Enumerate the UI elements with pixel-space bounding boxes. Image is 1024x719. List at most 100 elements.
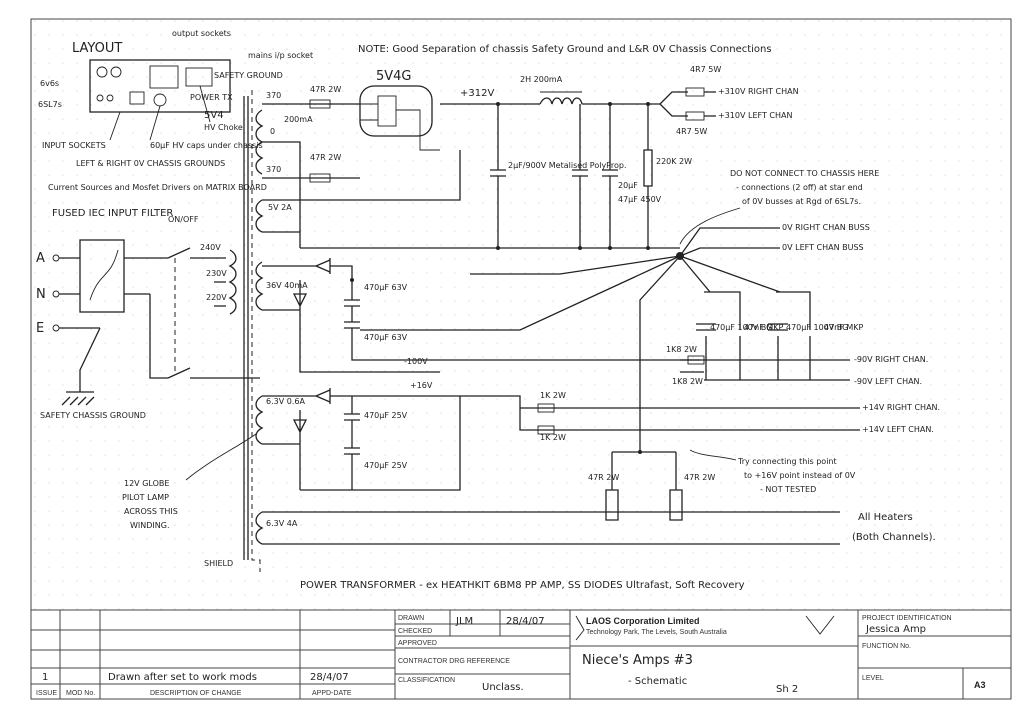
heater-winding: 6.3V 4A xyxy=(266,519,298,528)
tube-6sl7-label: 6SL7s xyxy=(38,100,62,109)
input-sockets-label: INPUT SOCKETS xyxy=(42,141,106,150)
contractor-label: CONTRACTOR DRG REFERENCE xyxy=(398,658,510,665)
on-off-label: ON/OFF xyxy=(168,215,199,224)
hv-rail: +312V xyxy=(460,88,494,99)
lv-rail: +16V xyxy=(410,381,433,390)
bus-right: 0V RIGHT CHAN BUSS xyxy=(782,223,870,232)
rectifier-label: 5V4G xyxy=(376,69,412,84)
mains-input: FUSED IEC INPUT FILTER ON/OFF A N E SAFE… xyxy=(36,208,260,420)
drawing-title: Niece's Amps #3 xyxy=(582,653,693,668)
safety-ground-label: SAFETY GROUND xyxy=(214,71,283,80)
lv-r-a: 1K 2W xyxy=(540,391,566,400)
left-right-ground-label: LEFT & RIGHT 0V CHASSIS GROUNDS xyxy=(76,159,225,168)
try-note-3: - NOT TESTED xyxy=(760,485,816,494)
power-tx-label: POWER TX xyxy=(190,93,233,102)
project-id-label: PROJECT IDENTIFICATION xyxy=(862,615,952,622)
rectifier-tube xyxy=(359,85,433,137)
project-name: Jessica Amp xyxy=(865,624,926,635)
bias-c-b: 47nF MKP xyxy=(744,323,784,332)
bleeder-label: 220K 2W xyxy=(656,157,692,166)
classification-label: CLASSIFICATION xyxy=(398,677,455,684)
hv-out-right: +310V RIGHT CHAN xyxy=(718,87,799,96)
sheet-border xyxy=(30,18,1012,700)
approved-label: APPROVED xyxy=(398,640,437,647)
issue-label: ISSUE xyxy=(36,690,57,697)
ground-star: DO NOT CONNECT TO CHASSIS HERE - connect… xyxy=(360,169,879,440)
bias-supply: 36V 40mA 470µF 63V 470µF 63V -100V 470µF… xyxy=(255,258,928,386)
title-block: DRAWN CHECKED APPROVED CONTRACTOR DRG RE… xyxy=(31,609,1011,699)
checked-label: CHECKED xyxy=(398,628,432,635)
tap-240: 240V xyxy=(200,243,221,252)
pilot-1: 12V GLOBE xyxy=(124,479,169,488)
iec-filter-box xyxy=(79,239,125,313)
lv-r-d: 47R 2W xyxy=(684,473,715,482)
level-label: LEVEL xyxy=(862,675,884,682)
layout-diagram: LAYOUT 6v6s 6SL7s 5V4 POWER TX output so… xyxy=(38,29,313,192)
safety-chassis-ground-label: SAFETY CHASSIS GROUND xyxy=(40,411,146,420)
terminal-n: N xyxy=(36,287,46,302)
transformer-note: POWER TRANSFORMER - ex HEATHKIT 6BM8 PP … xyxy=(300,580,745,591)
appd-label: APPD-DATE xyxy=(312,690,352,697)
tap-370b: 370 xyxy=(266,165,281,174)
tap-220: 220V xyxy=(206,293,227,302)
r-out1: 4R7 5W xyxy=(690,65,721,74)
bias-winding: 36V 40mA xyxy=(266,281,308,290)
ground-note-2: - connections (2 off) at star end xyxy=(736,183,863,192)
tap-0: 0 xyxy=(270,127,275,136)
r-hv2: 47R 2W xyxy=(310,153,341,162)
pilot-lamp-note: 12V GLOBE PILOT LAMP ACROSS THIS WINDING… xyxy=(122,433,257,530)
hv-supply: 370 0 370 200mA 47R 2W 47R 2W 5V4G +312V… xyxy=(255,65,799,250)
hv-choke-label: HV Choke xyxy=(204,123,243,132)
cap-hv1: 2µF/900V Metalised PolyProp. xyxy=(508,161,626,170)
heaters-1: All Heaters xyxy=(858,512,913,523)
lv-r-c: 47R 2W xyxy=(588,473,619,482)
r-out2: 4R7 5W xyxy=(676,127,707,136)
bias-out-right: -90V RIGHT CHAN. xyxy=(854,355,928,364)
shield-label: SHIELD xyxy=(204,559,233,568)
hv-out-left: +310V LEFT CHAN xyxy=(718,111,792,120)
desc-label: DESCRIPTION OF CHANGE xyxy=(150,690,242,697)
bias-rail: -100V xyxy=(404,357,428,366)
sheet-number: Sh 2 xyxy=(776,684,798,695)
try-note-1: Try connecting this point xyxy=(737,457,837,466)
lv-supply: 6.3V 0.6A +16V 470µF 25V 470µF 25V 1K 2W… xyxy=(255,381,940,521)
sheet-size: A3 xyxy=(974,680,986,690)
drawn-by: JLM xyxy=(455,616,473,627)
change-description: Drawn after set to work mods xyxy=(108,672,257,683)
classification: Unclass. xyxy=(482,682,524,693)
tap-230: 230V xyxy=(206,269,227,278)
heaters-2: (Both Channels). xyxy=(852,532,936,543)
bias-r-a: 1K8 2W xyxy=(666,345,697,354)
terminal-e: E xyxy=(36,321,44,336)
company-address: Technology Park, The Levels, South Austr… xyxy=(586,629,727,636)
current-sources-label: Current Sources and Mosfet Drivers on MA… xyxy=(48,183,267,192)
tube-6v6-label: 6v6s xyxy=(40,79,59,88)
lv-out-left: +14V LEFT CHAN. xyxy=(862,425,934,434)
lv-out-right: +14V RIGHT CHAN. xyxy=(862,403,940,412)
cap-hv3: 47µF 450V xyxy=(618,195,662,204)
separation-note: NOTE: Good Separation of chassis Safety … xyxy=(358,44,772,55)
tap-370a: 370 xyxy=(266,91,281,100)
fil-5v: 5V 2A xyxy=(268,203,292,212)
filter-title: FUSED IEC INPUT FILTER xyxy=(52,208,173,219)
cap-hv2: 20µF xyxy=(618,181,638,190)
bias-c-a: 470µF 100V BG xyxy=(710,323,772,332)
bias-cap1: 470µF 63V xyxy=(364,283,408,292)
mod-label: MOD No. xyxy=(66,690,95,697)
hv-caps-label: 60µF HV caps under chassis xyxy=(150,141,263,150)
bias-c-d: 47nF MKP xyxy=(824,323,864,332)
bias-c-c: 470µF 100V BG xyxy=(786,323,848,332)
choke-label: 2H 200mA xyxy=(520,75,563,84)
terminal-a: A xyxy=(36,251,45,266)
pilot-2: PILOT LAMP xyxy=(122,493,169,502)
bias-out-left: -90V LEFT CHAN. xyxy=(854,377,922,386)
lv-winding: 6.3V 0.6A xyxy=(266,397,305,406)
output-sockets-label: output sockets xyxy=(172,29,231,38)
drawn-date: 28/4/07 xyxy=(506,616,545,627)
hv-current: 200mA xyxy=(284,115,313,124)
heater-supply: 6.3V 4A All Heaters (Both Channels). xyxy=(255,511,936,545)
drawing-subtitle: - Schematic xyxy=(628,676,687,687)
drawn-label: DRAWN xyxy=(398,615,424,622)
layout-title: LAYOUT xyxy=(72,41,122,56)
